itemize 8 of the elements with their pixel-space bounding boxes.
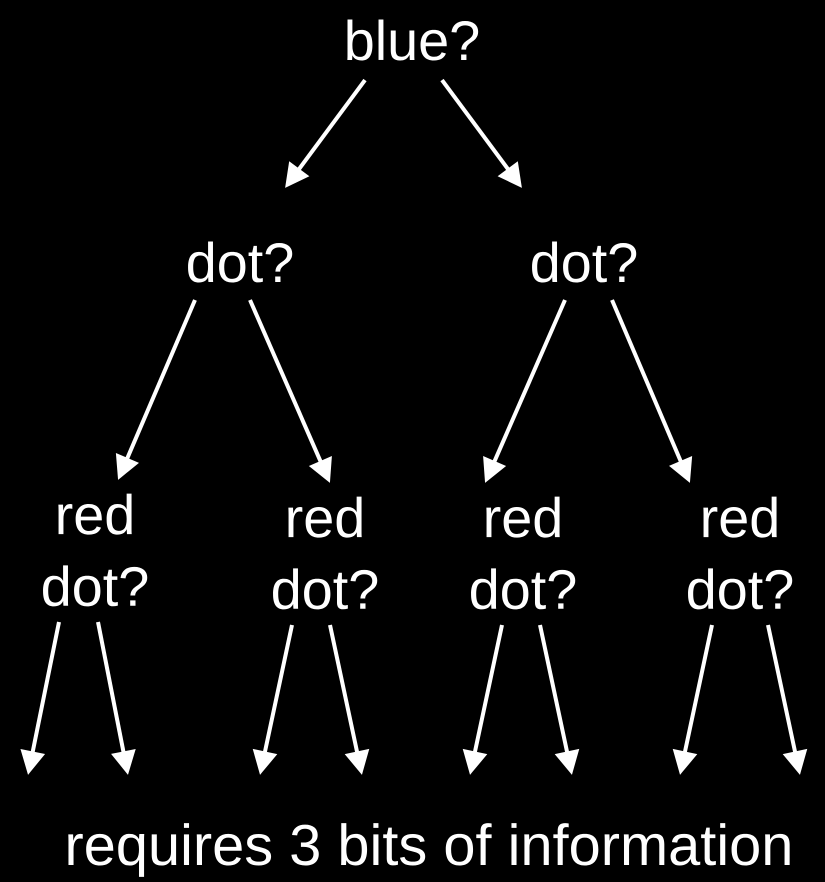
question-text: red dot? [273, 496, 378, 610]
question-text: red dot? [688, 496, 792, 610]
question-text: red dot? [471, 496, 576, 610]
question-text: red dot? [43, 494, 148, 606]
question-text: dot? [532, 242, 636, 282]
question-text: blue? [347, 20, 478, 60]
caption-text: requires 3 bits of information [68, 823, 790, 877]
question-text: dot? [188, 242, 292, 282]
